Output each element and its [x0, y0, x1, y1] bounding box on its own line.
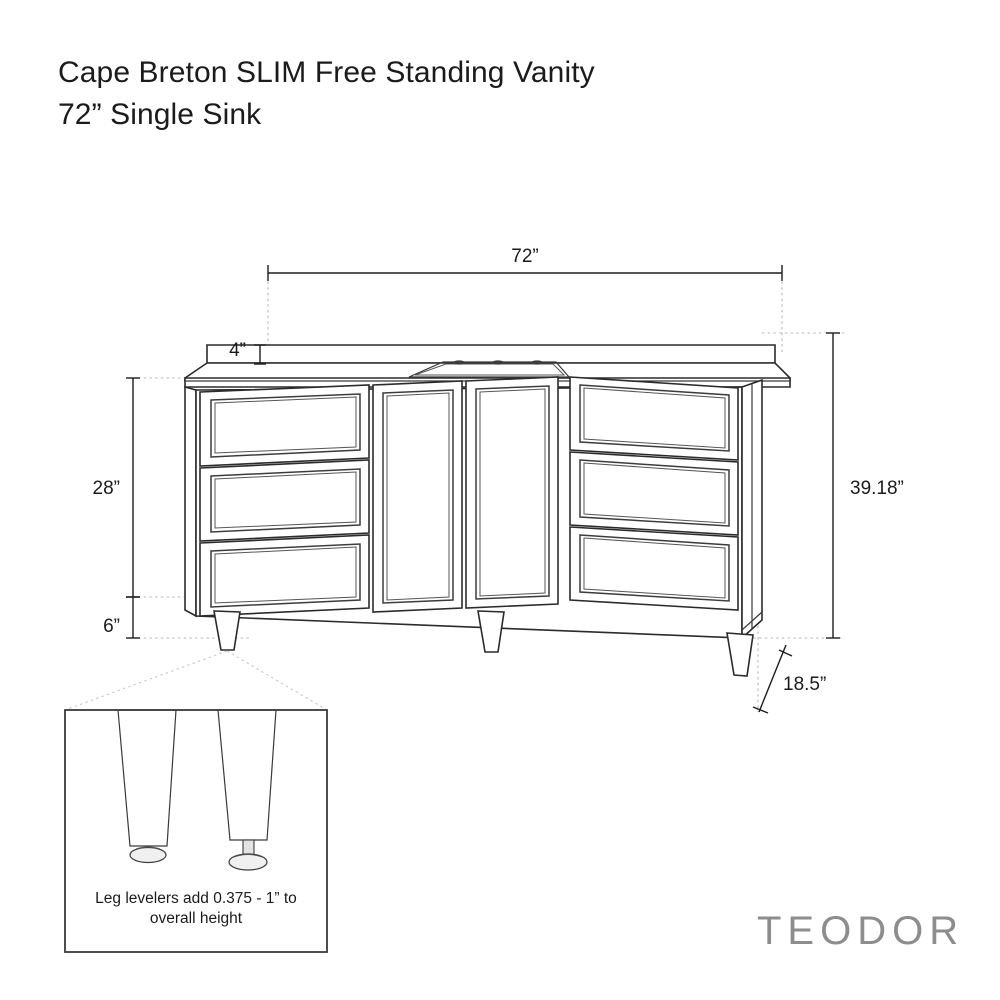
- detail-inset-caption-line-2: overall height: [150, 910, 243, 927]
- dimension-overall-height-label: 39.18”: [850, 478, 904, 499]
- faucet-holes: [453, 360, 543, 365]
- left-drawer-3[interactable]: [199, 534, 370, 617]
- dimension-leg-height: 6”: [103, 596, 140, 639]
- dimension-width: 72”: [267, 246, 783, 281]
- right-drawer-bank: [569, 376, 739, 611]
- left-drawer-bank: [199, 384, 370, 617]
- detail-inset-frame: [64, 709, 328, 953]
- detail-callout-lines: [64, 650, 328, 711]
- leg-center: [477, 610, 505, 653]
- dimension-width-label: 72”: [511, 246, 538, 267]
- dimension-leg-height-label: 6”: [103, 616, 120, 637]
- leg-left: [213, 610, 241, 651]
- dimension-overall-height: 39.18”: [826, 332, 904, 639]
- backsplash: [206, 344, 776, 364]
- inset-leg-extended: [217, 709, 277, 871]
- left-drawer-1[interactable]: [199, 384, 370, 467]
- center-door-bank: [372, 376, 559, 613]
- dimension-cabinet-height-label: 28”: [93, 478, 120, 499]
- dimension-backsplash-height: 4”: [229, 340, 266, 365]
- dimension-backsplash-label: 4”: [229, 340, 246, 361]
- page-title-line-2: 72” Single Sink: [58, 98, 262, 131]
- detail-inset-caption-line-1: Leg levelers add 0.375 - 1” to: [95, 890, 297, 907]
- brand-logo: TEODOR: [757, 909, 965, 953]
- detail-inset: Leg levelers add 0.375 - 1” to overall h…: [64, 709, 328, 953]
- dimension-depth-label: 18.5”: [783, 674, 826, 695]
- dimension-depth: 18.5”: [752, 644, 826, 714]
- dimension-cabinet-height: 28”: [93, 377, 140, 598]
- right-drawer-3[interactable]: [569, 526, 739, 611]
- page-title-line-1: Cape Breton SLIM Free Standing Vanity: [58, 56, 595, 89]
- legs: [213, 610, 754, 677]
- center-door-left[interactable]: [372, 380, 463, 613]
- left-drawer-2[interactable]: [199, 459, 370, 542]
- right-drawer-2[interactable]: [569, 451, 739, 536]
- sink-basin: [408, 361, 571, 378]
- inset-leg-retracted: [117, 709, 177, 864]
- leg-right: [726, 632, 754, 677]
- center-door-right[interactable]: [465, 376, 559, 609]
- leveler-disc-retracted: [129, 846, 167, 864]
- right-drawer-1[interactable]: [569, 376, 739, 461]
- title-block: Cape Breton SLIM Free Standing Vanity 72…: [58, 52, 758, 136]
